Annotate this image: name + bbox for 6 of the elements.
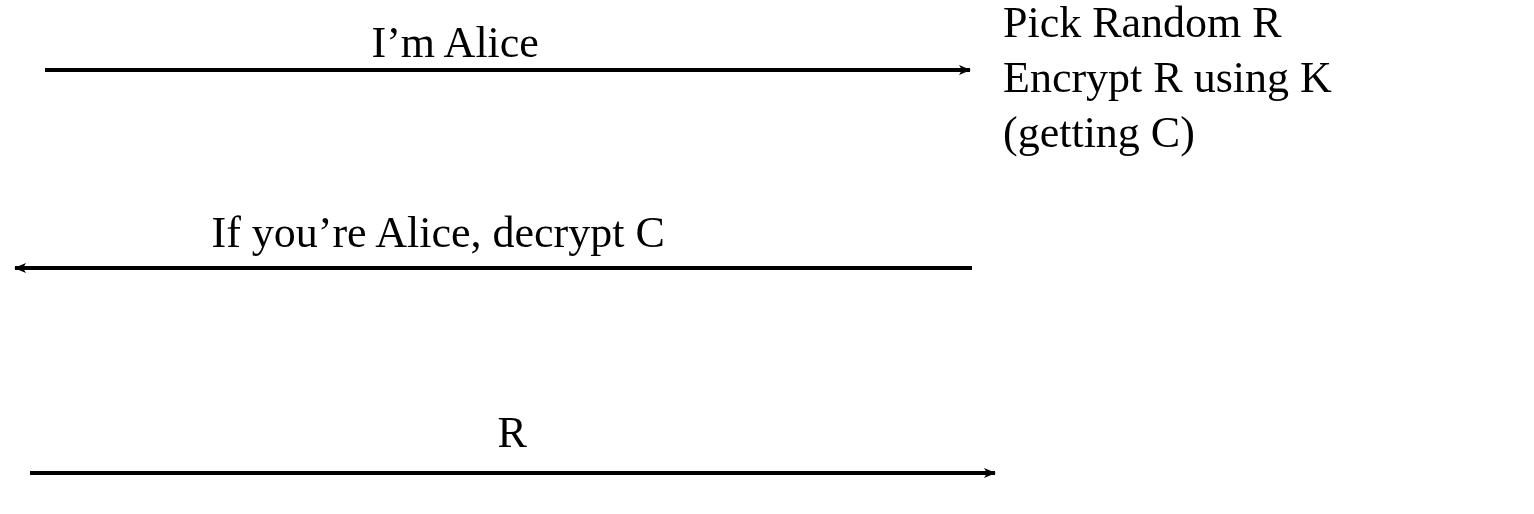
message-label: I’m Alice (371, 18, 539, 68)
note-text: Pick Random R (1003, 0, 1282, 48)
note-text: (getting C) (1003, 108, 1195, 158)
message-label: If you’re Alice, decrypt C (211, 208, 665, 258)
note-text: Encrypt R using K (1003, 53, 1332, 103)
message-label: R (497, 408, 527, 458)
